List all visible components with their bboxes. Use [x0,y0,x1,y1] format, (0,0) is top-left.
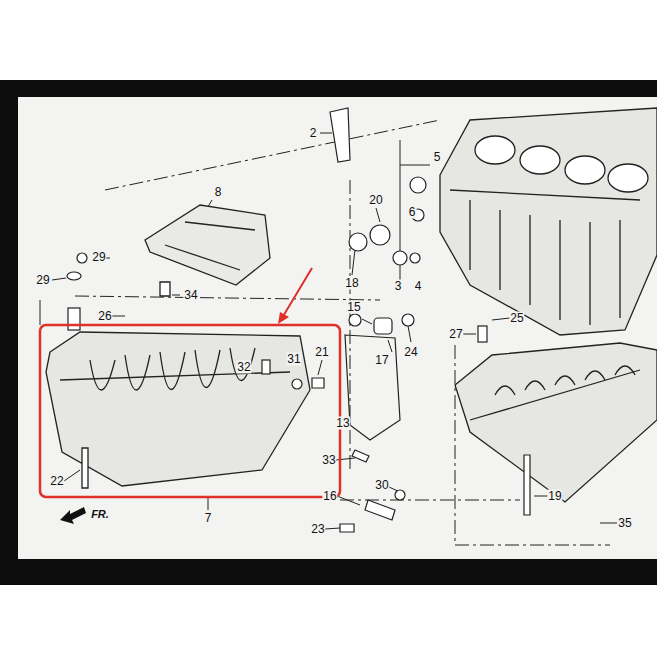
callout-number: 30 [374,479,389,492]
callout-number: 8 [214,186,223,199]
callout-number: 17 [374,354,389,367]
lower-crankcase [455,343,657,502]
callout-number: 4 [414,280,423,293]
highlight-arrow [282,268,312,318]
callout-number: 26 [97,310,112,323]
callout-number: 13 [335,417,350,430]
callout-number: 18 [344,277,359,290]
screen [18,97,657,559]
callout-number: 23 [310,523,325,536]
callout-number: 25 [509,312,524,325]
highlight-box [40,325,340,497]
callout-number: 22 [49,475,64,488]
callout-number: 35 [617,517,632,530]
small-parts [67,108,530,532]
callout-number: 32 [236,361,251,374]
engine-block [440,108,657,335]
direction-label: FR. [90,508,110,521]
callout-number: 15 [346,301,361,314]
callout-number: 24 [403,346,418,359]
callout-number: 29 [35,274,50,287]
front-arrow [60,507,86,524]
callout-number: 29 [91,251,106,264]
callout-number: 33 [321,454,336,467]
monitor-bezel [0,80,657,585]
baffle-plate [145,205,270,296]
callout-number: 19 [547,490,562,503]
callout-number: 20 [368,194,383,207]
callout-number: 3 [394,280,403,293]
callout-number: 27 [448,328,463,341]
callout-number: 21 [314,346,329,359]
highlight-arrowhead [278,312,289,324]
callout-number: 16 [322,490,337,503]
callout-number: 2 [309,127,318,140]
oil-pan [46,332,310,488]
callout-number: 6 [408,206,417,219]
callout-number: 31 [286,353,301,366]
callout-number: 5 [433,151,442,164]
callout-number: 34 [183,289,198,302]
callout-number: 7 [204,512,213,525]
